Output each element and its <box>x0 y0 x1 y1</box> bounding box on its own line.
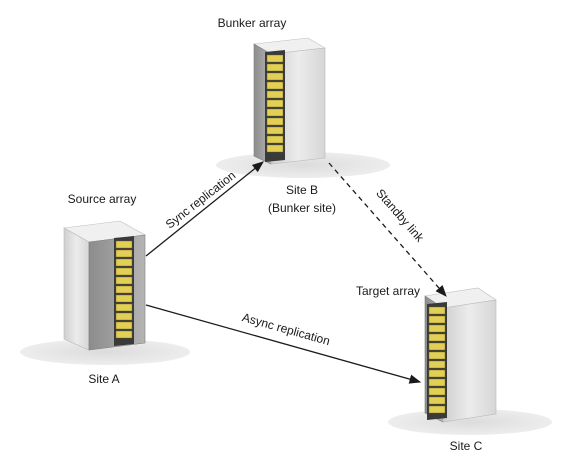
site-a-label: Site A <box>88 372 119 386</box>
bunker-array-label: Bunker array <box>218 16 287 30</box>
target-drive-bays <box>428 306 446 414</box>
source-array-label: Source array <box>68 192 137 206</box>
site-b-subtitle: (Bunker site) <box>268 201 336 215</box>
source-drive-bays <box>115 240 133 339</box>
bunker-drive-bays <box>266 54 284 153</box>
async-replication-arrow <box>145 304 422 384</box>
site-b-label: Site B <box>286 183 318 197</box>
bunker-server-icon <box>253 37 326 165</box>
site-c-label: Site C <box>450 439 483 453</box>
sync-replication-label: Sync replication <box>163 168 238 231</box>
target-array-label: Target array <box>356 284 420 298</box>
standby-link-arrow <box>328 162 447 297</box>
source-server-icon <box>63 220 146 351</box>
async-replication-label: Async replication <box>241 310 332 348</box>
site-a-shadow <box>20 339 190 365</box>
standby-link-label: Standby link <box>373 186 427 245</box>
sync-replication-arrow <box>145 161 264 257</box>
target-server-icon <box>424 287 497 423</box>
